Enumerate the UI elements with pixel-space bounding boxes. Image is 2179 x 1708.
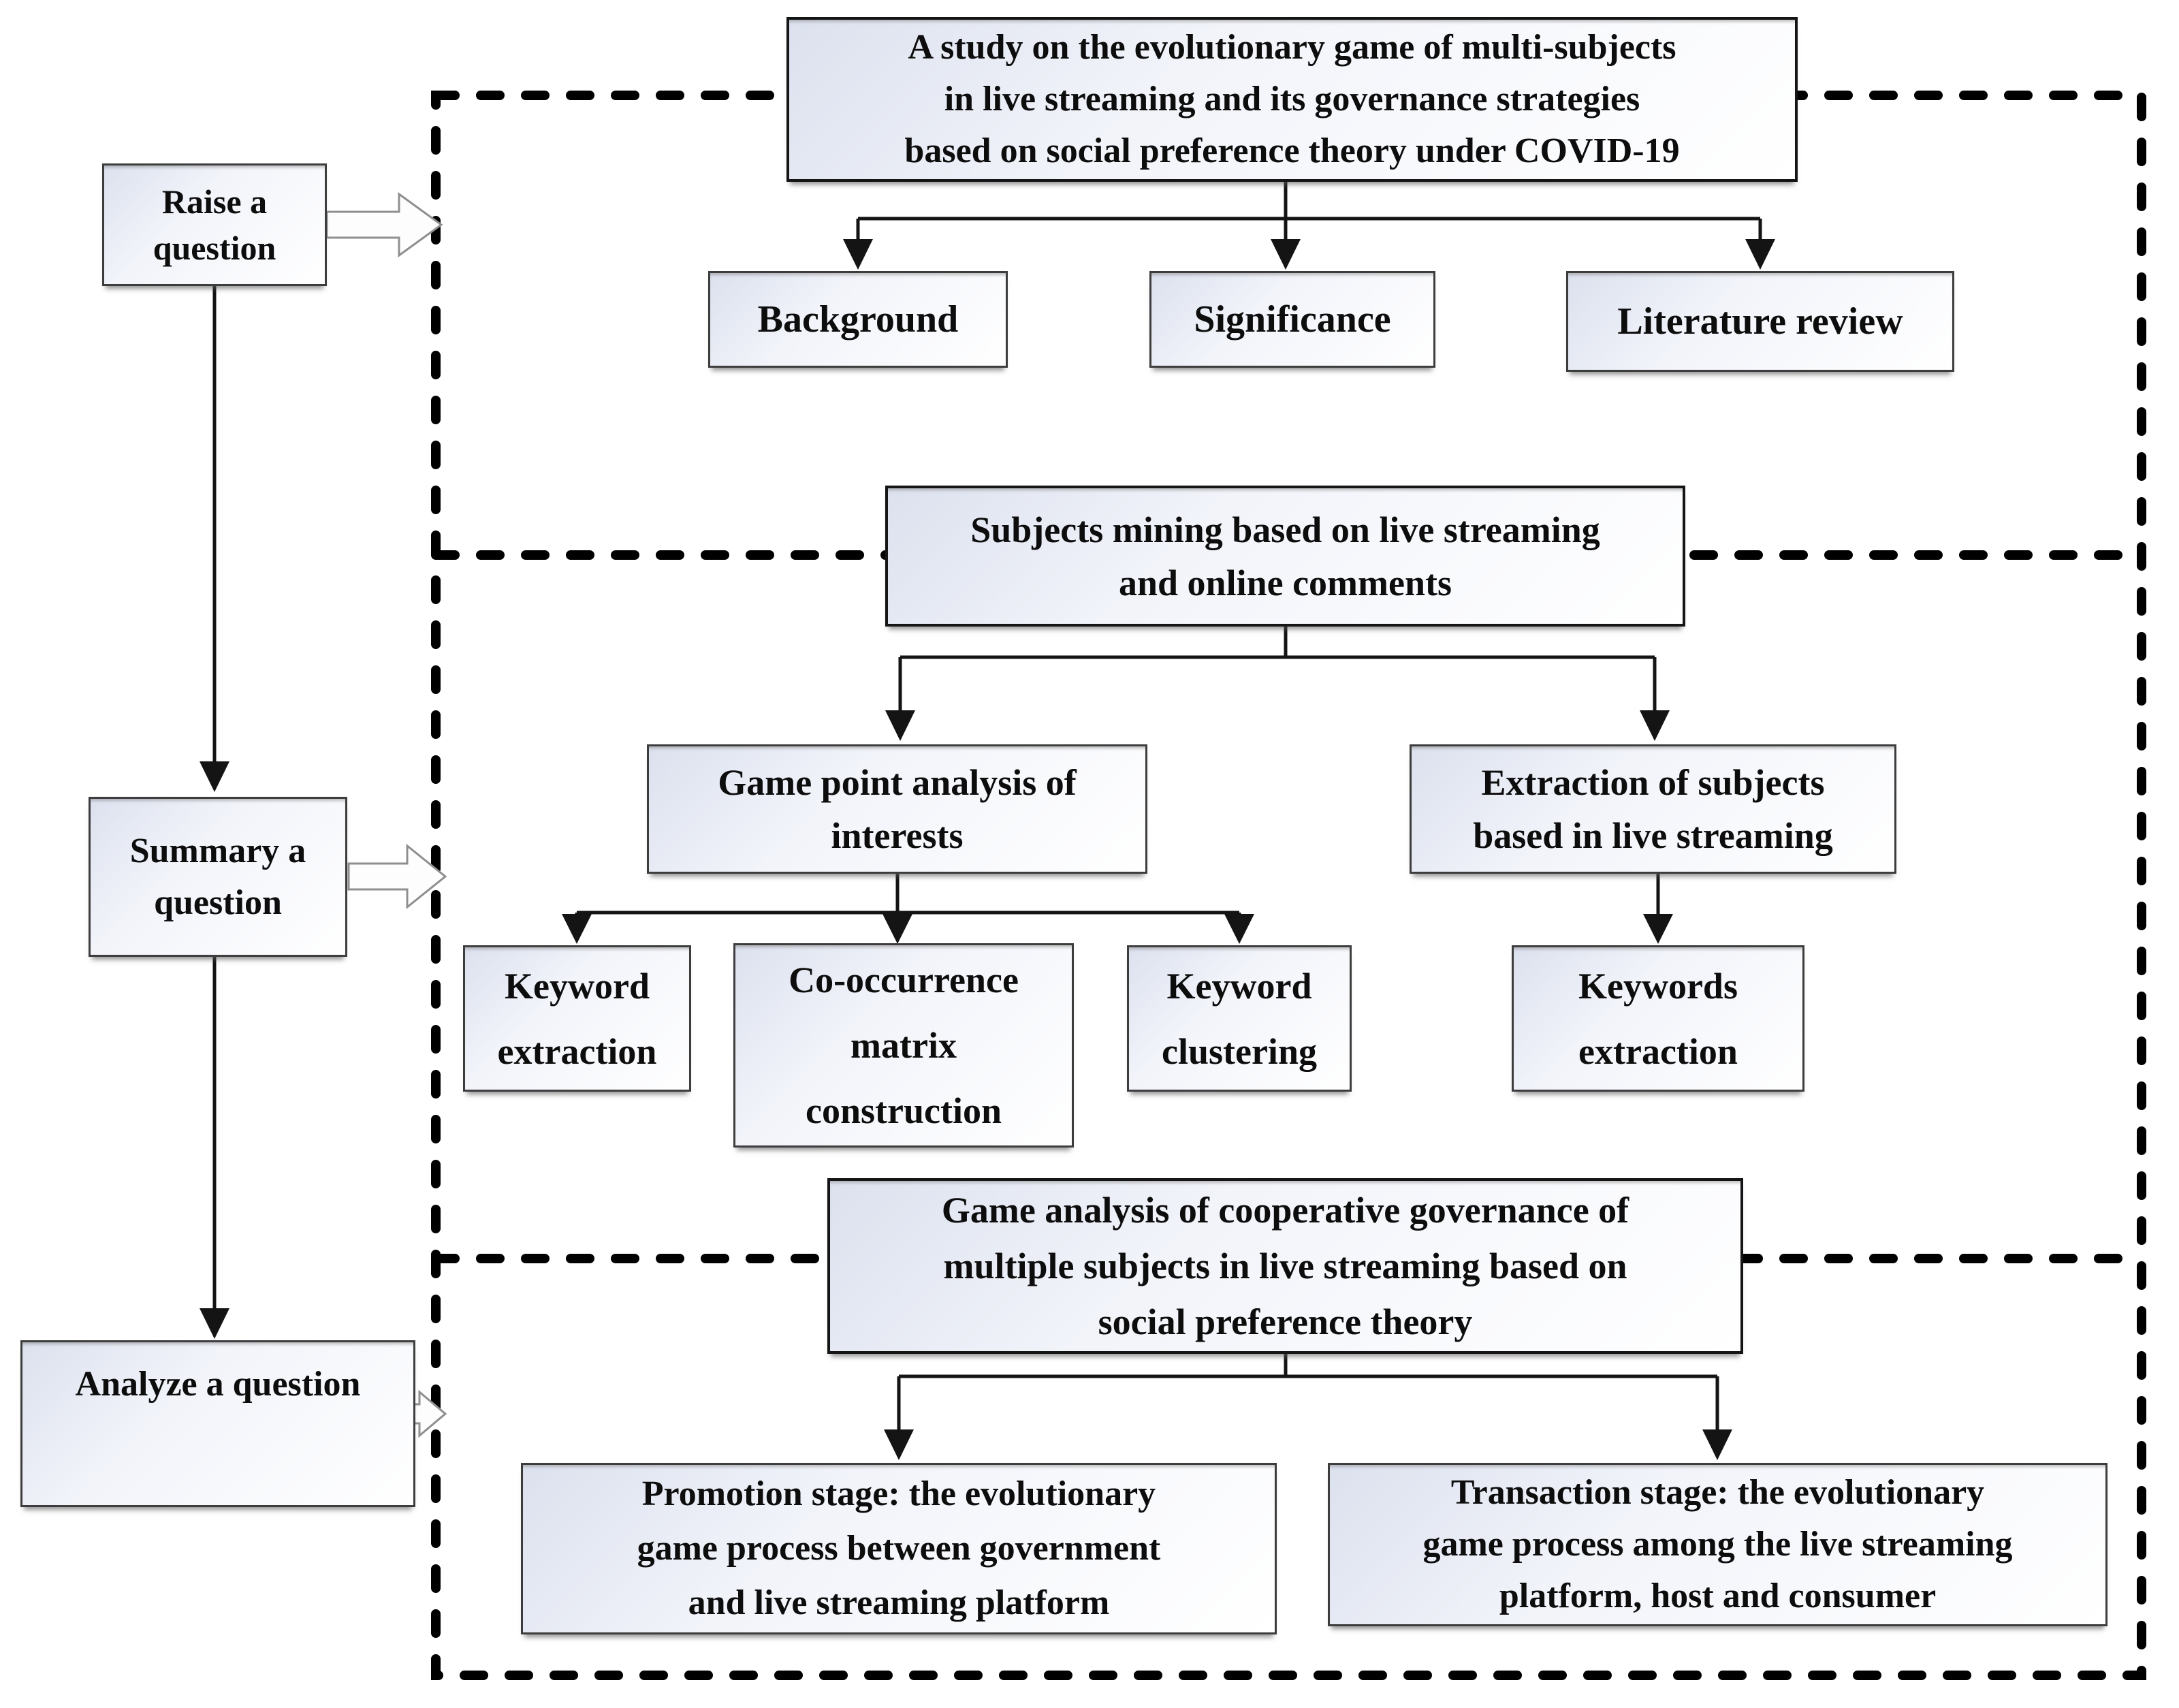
- background-box: Background: [708, 271, 1008, 368]
- transaction-stage-box: Transaction stage: the evolutionary game…: [1328, 1463, 2108, 1626]
- study-title-box: A study on the evolutionary game of mult…: [786, 17, 1798, 182]
- box-label: social preference theory: [1098, 1301, 1473, 1342]
- game-point-analysis-box: Game point analysis of interests: [647, 744, 1147, 874]
- arrowhead-icon: [1702, 1429, 1732, 1460]
- keyword-extraction-box: Keyword extraction: [463, 945, 691, 1092]
- connector-subjects-to-children: [898, 627, 1657, 712]
- arrowhead-icon: [885, 710, 915, 741]
- arrowhead-icon: [1271, 239, 1301, 270]
- box-label: and live streaming platform: [688, 1583, 1110, 1622]
- literature-review-box: Literature review: [1566, 271, 1954, 372]
- box-label: based in live streaming: [1473, 815, 1833, 856]
- box-label: question: [153, 229, 276, 267]
- summary-question-box: Summary a question: [89, 797, 347, 957]
- box-label: clustering: [1162, 1030, 1317, 1072]
- box-label: Subjects mining based on live streaming: [970, 509, 1600, 550]
- box-label: Promotion stage: the evolutionary: [641, 1474, 1156, 1513]
- cooccurrence-matrix-box: Co-occurrence matrix construction: [733, 943, 1074, 1148]
- box-label: multiple subjects in live streaming base…: [943, 1246, 1627, 1286]
- arrowhead-icon: [562, 914, 592, 944]
- box-label: platform, host and consumer: [1499, 1577, 1937, 1615]
- arrowhead-icon: [843, 239, 873, 270]
- title-line: in live streaming and its governance str…: [944, 80, 1640, 118]
- connector-title-to-children: [856, 182, 1762, 240]
- subjects-mining-box: Subjects mining based on live streaming …: [885, 486, 1685, 627]
- block-arrow-right-icon: [325, 192, 443, 257]
- box-label: extraction: [497, 1030, 657, 1072]
- box-label: question: [154, 883, 282, 922]
- box-label: Summary a: [129, 831, 306, 870]
- box-label: interests: [831, 815, 964, 856]
- arrowhead-icon: [1224, 914, 1254, 944]
- box-label: game process among the live streaming: [1422, 1525, 2013, 1564]
- box-label: game process between government: [637, 1529, 1161, 1568]
- game-analysis-box: Game analysis of cooperative governance …: [827, 1178, 1743, 1354]
- arrowhead-icon: [1640, 710, 1670, 741]
- arrowhead-icon: [1745, 239, 1775, 270]
- arrowhead-icon: [882, 914, 912, 944]
- title-line: A study on the evolutionary game of mult…: [908, 28, 1676, 67]
- arrowhead-icon: [200, 1308, 229, 1339]
- title-line: based on social preference theory under …: [904, 131, 1680, 170]
- analyze-question-box: Analyze a question: [20, 1340, 415, 1507]
- box-label: Keywords: [1578, 965, 1738, 1007]
- arrowhead-icon: [884, 1429, 914, 1460]
- box-label: Co-occurrence: [789, 960, 1019, 1000]
- arrowhead-icon: [200, 761, 229, 792]
- promotion-stage-box: Promotion stage: the evolutionary game p…: [521, 1463, 1277, 1634]
- arrowhead-icon: [1643, 914, 1673, 944]
- box-label: Analyze a question: [75, 1365, 361, 1404]
- box-label: Significance: [1194, 298, 1391, 341]
- box-label: Game point analysis of: [718, 762, 1077, 803]
- box-label: Keyword: [505, 965, 650, 1007]
- box-label: Literature review: [1617, 300, 1903, 343]
- box-label: and online comments: [1118, 562, 1452, 603]
- box-label: extraction: [1578, 1030, 1738, 1072]
- box-label: Transaction stage: the evolutionary: [1450, 1473, 1985, 1512]
- block-arrow-right-icon: [347, 843, 447, 910]
- box-label: construction: [806, 1090, 1002, 1131]
- keywords-extraction-box: Keywords extraction: [1512, 945, 1804, 1092]
- connector-gamepoint-to-leaves: [575, 874, 1241, 917]
- box-label: Extraction of subjects: [1481, 762, 1825, 803]
- box-label: Game analysis of cooperative governance …: [941, 1190, 1629, 1231]
- raise-question-box: Raise a question: [102, 163, 327, 286]
- box-label: Background: [757, 298, 959, 341]
- box-label: Keyword: [1166, 965, 1312, 1007]
- significance-box: Significance: [1149, 271, 1435, 368]
- extraction-subjects-box: Extraction of subjects based in live str…: [1410, 744, 1896, 874]
- connector-gameanalysis-to-stages: [897, 1354, 1719, 1431]
- keyword-clustering-box: Keyword clustering: [1127, 945, 1352, 1092]
- box-label: Raise a: [161, 183, 268, 221]
- box-label: matrix: [850, 1025, 957, 1066]
